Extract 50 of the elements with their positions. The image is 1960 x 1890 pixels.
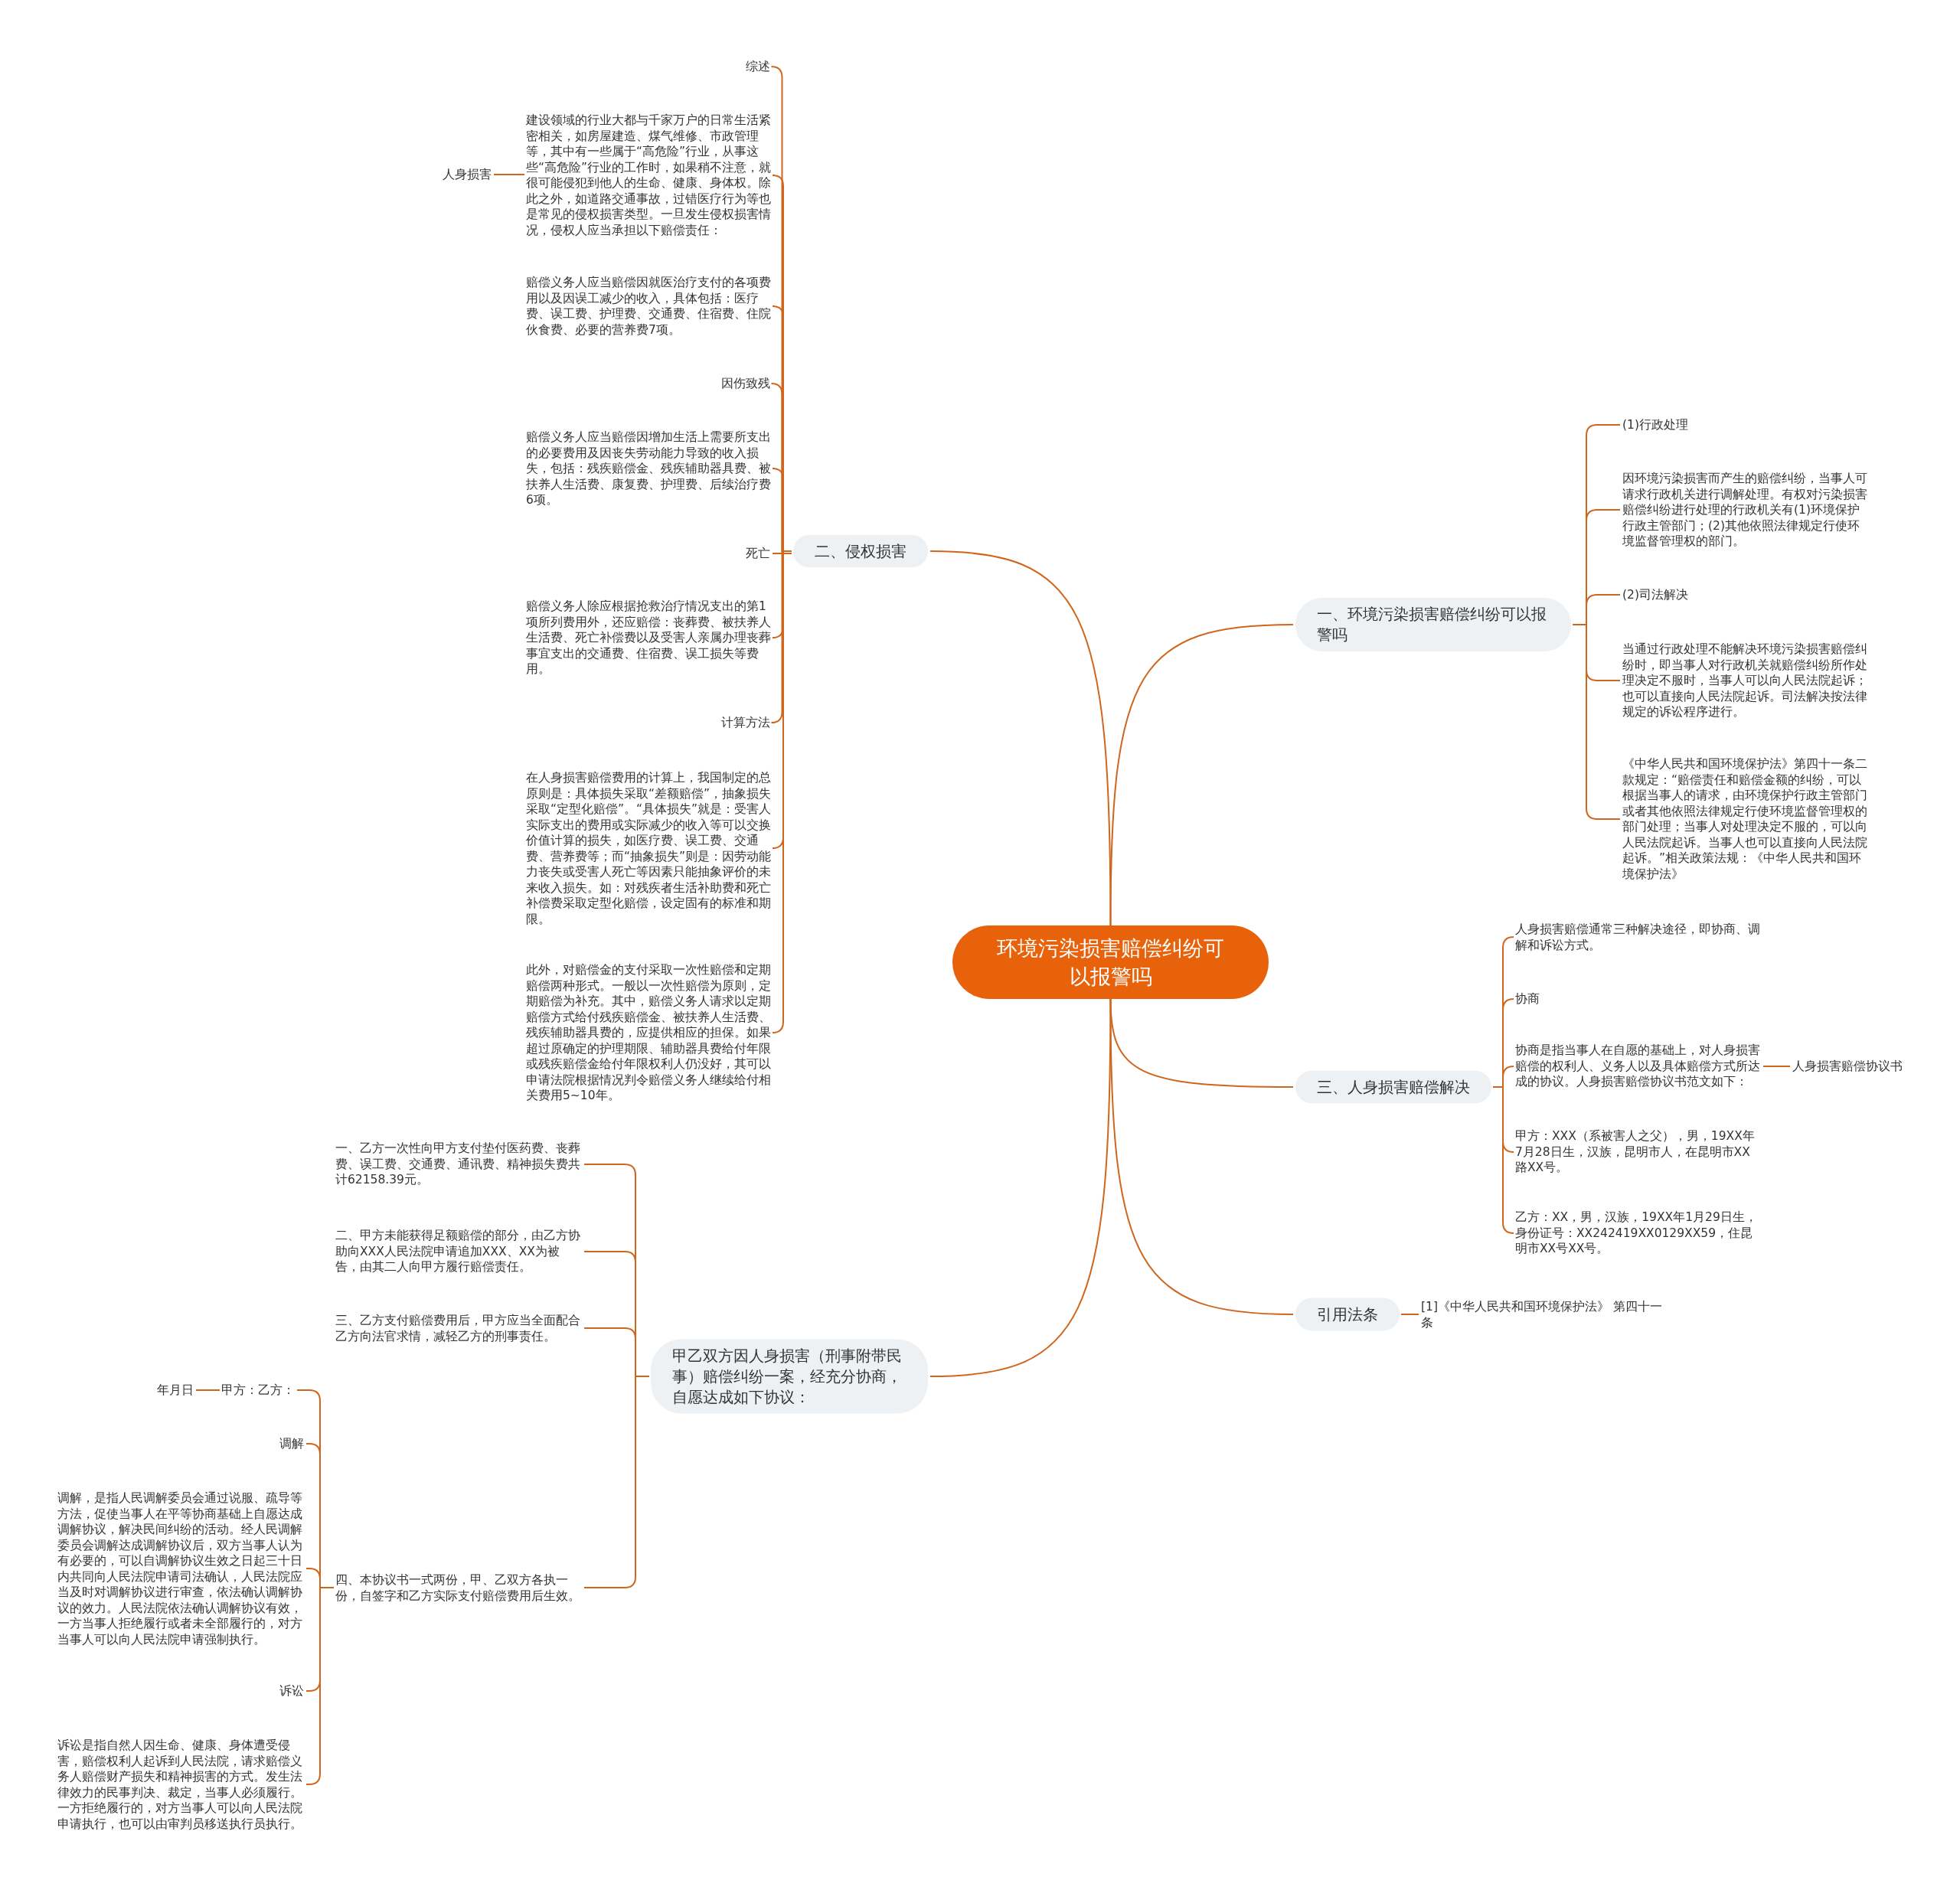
- topic-text: 人身损害赔偿通常三种解决途径，即协商、调解和诉讼方式。: [1515, 921, 1762, 953]
- connector-line: [1492, 1086, 1514, 1234]
- topic-text: 建设领域的行业大都与千家万户的日常生活紧密相关，如房屋建造、煤气维修、市政管理等，其中有一些属于“高危险”行业，从事这些“高危险”行业的工作时，如果稍不注意，就很可能侵犯到他人的生命、健康、身体权。除此之外，如道路交通事故，过错医疗行为等也是常见的侵权损害类型。一旦发生侵权损害情况，侵权人应当承担以下赔偿责任：: [526, 113, 773, 238]
- topic-text: 一、乙方一次性向甲方支付垫付医药费、丧葬费、误工费、交通费、通讯费、精神损失费共计62158.39元。: [335, 1141, 582, 1188]
- topic-text: 赔偿义务人除应根据抢救治疗情况支出的第1项所列费用外，还应赔偿：丧葬费、被扶养人生活费、死亡补偿费以及受害人亲属办理丧葬事宜支出的交通费、住宿费、误工损失等费用。: [526, 598, 773, 677]
- connector-line: [772, 553, 792, 554]
- branch-topic: 引用法条: [1295, 1298, 1400, 1331]
- connector-line: [1109, 998, 1294, 1315]
- topic-text: 年月日: [157, 1382, 194, 1399]
- connector-line: [1400, 1314, 1419, 1315]
- branch-topic: 一、环境污染损害赔偿纠纷可以报警吗: [1295, 598, 1571, 651]
- topic-text: 死亡: [746, 545, 770, 562]
- topic-text: 乙方：XX，男，汉族，19XX年1月29日生，身份证号：XX242419XX0129XX59，住昆明市XX号XX号。: [1515, 1209, 1762, 1257]
- topic-text: 赔偿义务人应当赔偿因就医治疗支付的各项费用以及因误工减少的收入，具体包括：医疗费、误工费、护理费、交通费、住宿费、住院伙食费、必要的营养费7项。: [526, 275, 773, 338]
- connector-line: [1572, 624, 1621, 820]
- topic-text: 二、甲方未能获得足额赔偿的部分，由乙方协助向XXX人民法院申请追加XXX、XX为被告，由其二人向甲方履行赔偿责任。: [335, 1228, 582, 1275]
- topic-text: 调解，是指人民调解委员会通过说服、疏导等方法，促使当事人在平等协商基础上自愿达成调解协议，解决民间纠纷的活动。经人民调解委员会调解达成调解协议后，双方当事人认为有必要的，可以自调解协议生效之日起三十日内共同向人民法院申请司法确认，人民法院应当及时对调解协议进行审查，依法确认调解协议的效力。人民法院依法确认调解协议有效，一方当事人拒绝履行或者未全部履行的，对方当事人可以向人民法院申请强制执行。: [57, 1490, 304, 1647]
- topic-text: 综述: [746, 58, 770, 75]
- topic-text: 诉讼是指自然人因生命、健康、身体遭受侵害，赔偿权利人起诉到人民法院，请求赔偿义务人赔偿财产损失和精神损害的方式。发生法律效力的民事判决、裁定，当事人必须履行。一方拒绝履行的，对方当事人可以向人民法院申请执行，也可以由审判员移送执行员执行。: [57, 1737, 304, 1832]
- branch-topic: 甲乙双方因人身损害（刑事附带民事）赔偿纠纷一案，经充分协商，自愿达成如下协议：: [651, 1339, 928, 1414]
- topic-text: 在人身损害赔偿费用的计算上，我国制定的总原则是：具体损失采取“差额赔偿”，抽象损失采取“定型化赔偿”。“具体损失”就是：受害人实际支出的费用或实际减少的收入等可以交换价值计算的损失，如医疗费、误工费、交通费、营养费等；而“抽象损失”则是：因劳动能力丧失或受害人死亡等因素只能抽象评价的未来收入损失。如：对残疾者生活补助费和死亡补偿费采取定型化赔偿，设定固有的标准和期限。: [526, 769, 773, 927]
- topic-text: 人身损害赔偿协议书: [1792, 1058, 1903, 1075]
- branch-topic: 三、人身损害赔偿解决: [1295, 1070, 1491, 1104]
- topic-text: 协商: [1515, 991, 1540, 1007]
- topic-text: 甲方：乙方：: [221, 1382, 295, 1399]
- topic-text: (1)行政处理: [1622, 416, 1688, 433]
- topic-text: 《中华人民共和国环境保护法》第四十一条二款规定：“赔偿责任和赔偿金额的纠纷，可以根据当事人的请求，由环境保护行政主管部门或者其他依照法律规定行使环境监督管理权的部门处理；当事人对处理决定不服的，可以向人民法院起诉。当事人也可以直接向人民法院起诉。”相关政策法规：《中华人民共和国环境保护法》: [1622, 756, 1869, 882]
- topic-text: 诉讼: [279, 1683, 304, 1699]
- topic-text: 计算方法: [721, 714, 770, 731]
- topic-text: (2)司法解决: [1622, 586, 1688, 603]
- topic-text: [1]《中华人民共和国环境保护法》 第四十一条: [1421, 1298, 1668, 1330]
- connector-line: [195, 1389, 220, 1391]
- topic-text: 协商是指当事人在自愿的基础上，对人身损害赔偿的权利人、义务人以及具体赔偿方式所达成的协议。人身损害赔偿协议书范文如下：: [1515, 1043, 1762, 1090]
- topic-text: 此外，对赔偿金的支付采取一次性赔偿和定期赔偿两种形式。一般以一次性赔偿为原则，定期赔偿为补充。其中，赔偿义务人请求以定期赔偿方式给付残疾赔偿金、被扶养人生活费、残疾辅助器具费的，应提供相应的担保。如果超过原确定的护理期限、辅助器具费给付年限或残疾赔偿金给付年限权利人仍没好，其可以申请法院根据情况判令赔偿义务人继续给付相关费用5~10年。: [526, 961, 773, 1104]
- connector-line: [1109, 624, 1294, 926]
- topic-text: 四、本协议书一式两份，甲、乙双方各执一份，自签字和乙方实际支付赔偿费用后生效。: [335, 1572, 582, 1604]
- branch-topic: 二、侵权损害: [793, 534, 928, 568]
- topic-text: 调解: [279, 1435, 304, 1452]
- central-topic: 环境污染损害赔偿纠纷可以报警吗: [952, 925, 1269, 999]
- topic-text: 甲方：XXX（系被害人之父），男，19XX年7月28日生，汉族，昆明市人，在昆明市XX路XX号。: [1515, 1128, 1762, 1176]
- topic-text: 人身损害: [443, 166, 492, 183]
- connector-line: [929, 998, 1112, 1377]
- connector-line: [1762, 1066, 1791, 1067]
- topic-text: 三、乙方支付赔偿费用后，甲方应当全面配合乙方向法官求情，减轻乙方的刑事责任。: [335, 1312, 582, 1344]
- connector-line: [583, 1376, 650, 1588]
- connector-line: [493, 174, 525, 175]
- topic-text: 因环境污染损害而产生的赔偿纠纷，当事人可请求行政机关进行调解处理。有权对污染损害赔偿纠纷进行处理的行政机关有(1)环境保护行政主管部门；(2)其他依照法律规定行使环境监督管理权的部门。: [1622, 470, 1869, 550]
- topic-text: 因伤致残: [721, 375, 770, 392]
- topic-text: 当通过行政处理不能解决环境污染损害赔偿纠纷时，即当事人对行政机关就赔偿纠纷所作处理决定不服时，当事人可以向人民法院起诉；也可以直接向人民法院起诉。司法解决按法律规定的诉讼程序进行。: [1622, 641, 1869, 720]
- topic-text: 赔偿义务人应当赔偿因增加生活上需要所支出的必要费用及因丧失劳动能力导致的收入损失，包括：残疾赔偿金、残疾辅助器具费、被扶养人生活费、康复费、护理费、后续治疗费6项。: [526, 429, 773, 508]
